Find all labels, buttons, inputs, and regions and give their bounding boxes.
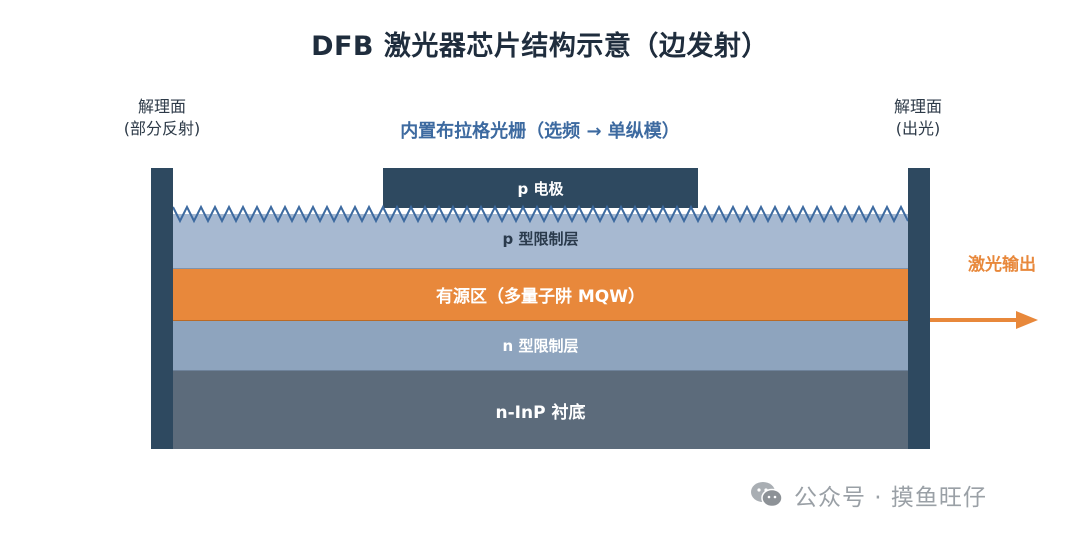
left-facet-label-line1: 解理面: [137, 97, 186, 116]
n-cladding-layer: n 型限制层: [173, 321, 908, 371]
active-region-layer: 有源区（多量子阱 MQW）: [173, 269, 908, 321]
right-facet-label-line2: (出光): [895, 119, 941, 138]
bragg-grating-wave: [173, 204, 908, 224]
substrate-layer: n-InP 衬底: [173, 371, 908, 449]
p-electrode: p 电极: [383, 168, 698, 208]
active-region-label: 有源区（多量子阱 MQW）: [435, 287, 646, 307]
diagram-title: DFB 激光器芯片结构示意（边发射）: [311, 31, 769, 62]
wechat-icon: [751, 482, 783, 508]
bragg-grating: [173, 204, 908, 224]
grating-label: 内置布拉格光栅（选频 → 单纵模）: [400, 121, 680, 142]
substrate-label: n-InP 衬底: [495, 402, 586, 423]
watermark-text: 公众号 · 摸鱼旺仔: [794, 485, 987, 511]
n-cladding-label: n 型限制层: [502, 337, 579, 355]
right-facet-mirror: [908, 168, 930, 449]
laser-output-arrow-icon: [930, 311, 1038, 329]
laser-output-label: 激光输出: [968, 255, 1036, 275]
right-facet-label: 解理面 (出光): [853, 96, 983, 140]
watermark: 公众号 · 摸鱼旺仔: [750, 478, 987, 512]
p-cladding-label: p 型限制层: [502, 230, 579, 248]
left-facet-label: 解理面 (部分反射): [97, 96, 227, 140]
p-electrode-label: p 电极: [517, 179, 564, 198]
p-cladding-layer: p 型限制层: [173, 214, 908, 269]
left-facet-mirror: [151, 168, 173, 449]
right-facet-label-line1: 解理面: [893, 97, 942, 116]
left-facet-label-line2: (部分反射): [123, 119, 201, 138]
